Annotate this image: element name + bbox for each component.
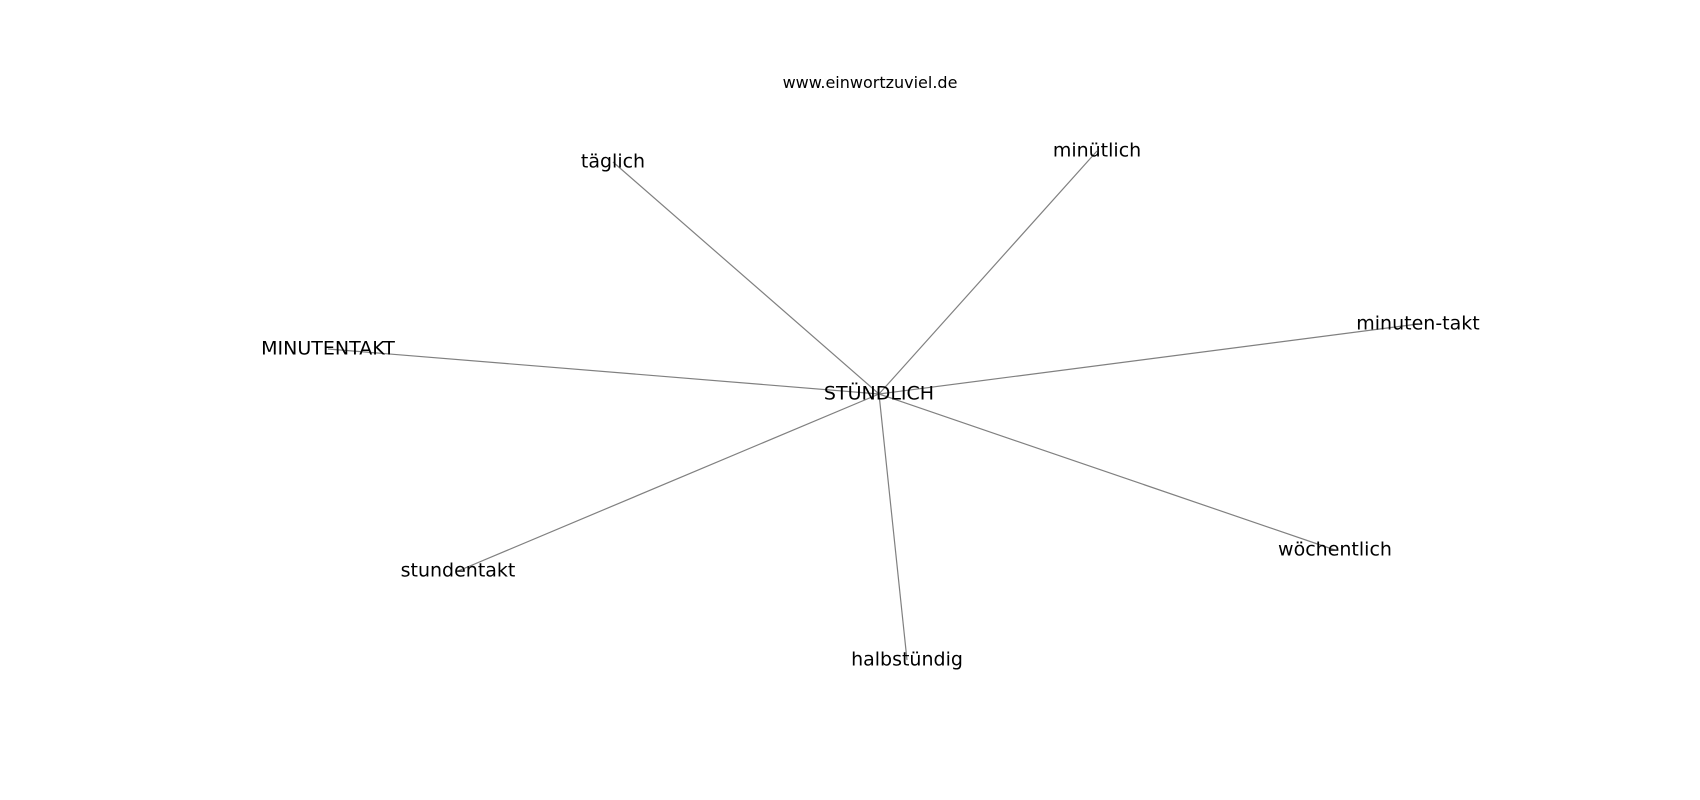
edge-stuendlich-halbstuendig (878, 393, 908, 661)
edge-stuendlich-minuten-takt (878, 323, 1419, 395)
edge-stuendlich-minutentakt (327, 348, 880, 395)
node-label-woechentlich: wöchentlich (1278, 539, 1392, 561)
node-label-halbstuendig: halbstündig (851, 649, 963, 671)
center-node-label: STÜNDLICH (824, 382, 934, 405)
node-layer: STÜNDLICH täglich minütlich minuten-taktMIN… (261, 140, 1480, 671)
edge-stuendlich-minuetlich (878, 150, 1098, 395)
node-label-minutentakt: MINUTENTAKT (261, 338, 395, 360)
node-label-minuten-takt: minuten-takt (1356, 313, 1479, 335)
edge-stuendlich-woechentlich (878, 393, 1336, 551)
node-label-minuetlich: minütlich (1053, 140, 1141, 162)
edge-layer (327, 150, 1419, 661)
edge-stuendlich-taeglich (612, 161, 880, 395)
site-url: www.einwortzuviel.de (783, 73, 958, 92)
edge-stuendlich-stundentakt (457, 393, 880, 572)
node-label-stundentakt: stundentakt (401, 560, 516, 582)
node-label-taeglich: täglich (581, 151, 645, 173)
